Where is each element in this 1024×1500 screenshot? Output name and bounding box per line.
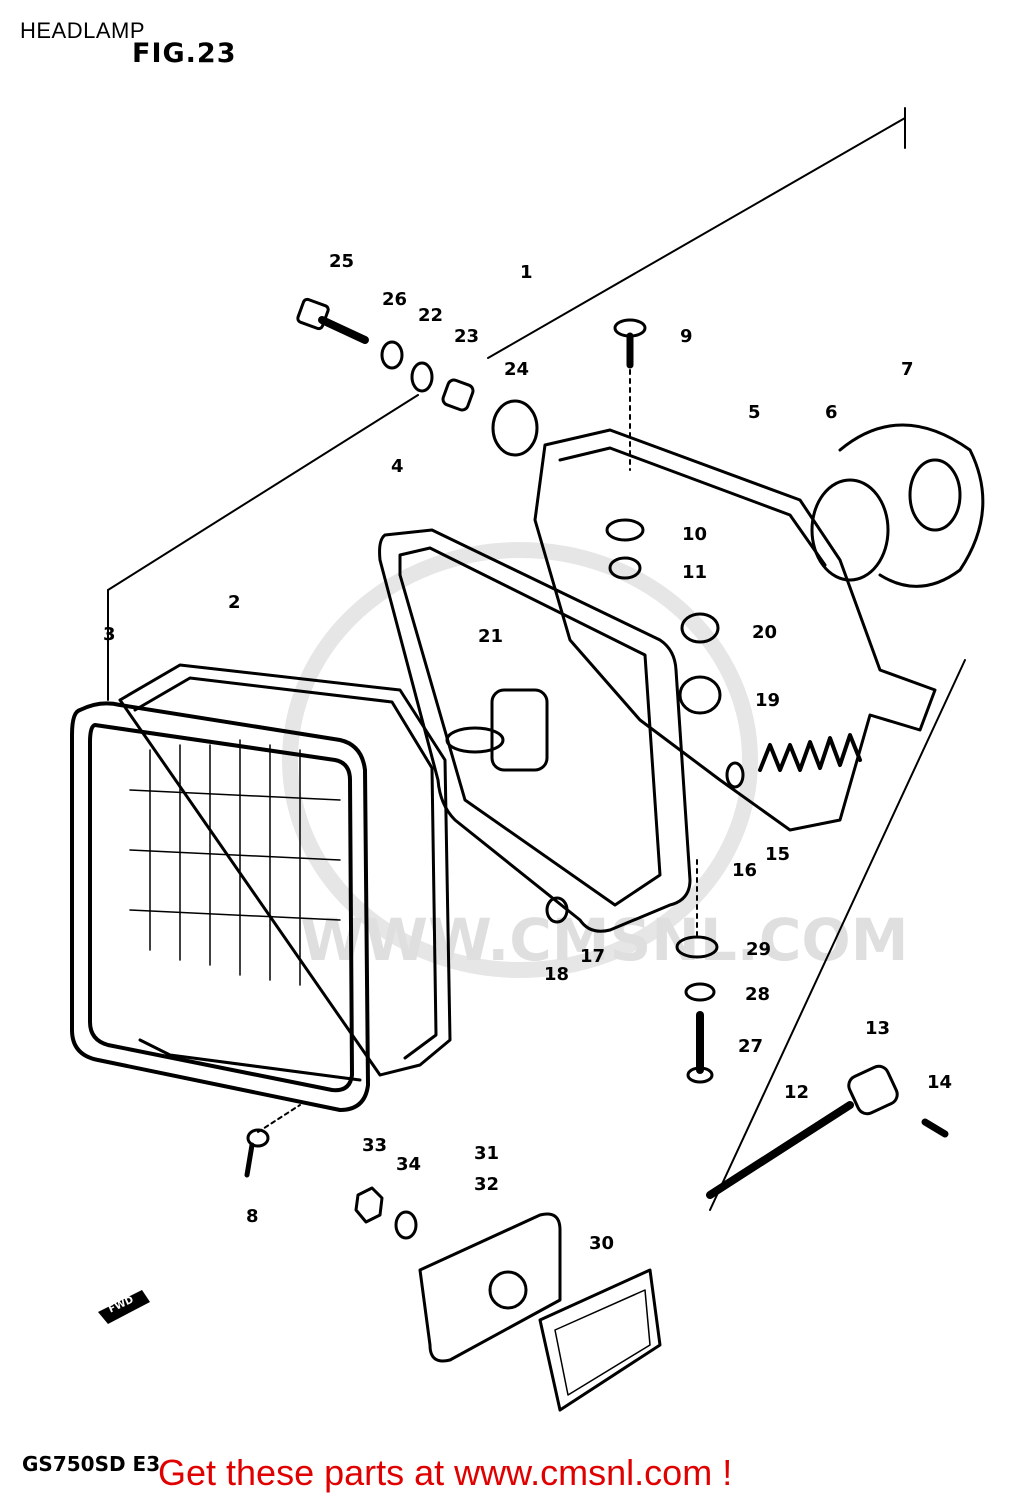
callout-2: 2 xyxy=(228,592,241,613)
callout-6: 6 xyxy=(825,402,838,423)
washer-29 xyxy=(675,935,719,959)
headlamp-rim xyxy=(70,701,370,1112)
callout-32: 32 xyxy=(474,1174,499,1195)
callout-24: 24 xyxy=(504,359,529,380)
callout-5: 5 xyxy=(748,402,761,423)
bolt-27 xyxy=(686,1011,714,1084)
callout-9: 9 xyxy=(680,326,693,347)
callout-7: 7 xyxy=(901,359,914,380)
socket-housing xyxy=(810,423,985,588)
screw-8 xyxy=(244,1128,270,1178)
guide-lines xyxy=(107,107,966,1211)
callout-31: 31 xyxy=(474,1143,499,1164)
adjust-nut-13 xyxy=(847,1064,899,1116)
callout-18: 18 xyxy=(544,964,569,985)
callout-12: 12 xyxy=(784,1082,809,1103)
spring-15 xyxy=(758,733,862,772)
cushion-19 xyxy=(678,675,722,715)
screw-9 xyxy=(613,318,647,369)
callout-labels: 1 2 3 4 5 6 7 8 9 10 11 12 13 14 15 16 1… xyxy=(103,251,952,1254)
callout-25: 25 xyxy=(329,251,354,272)
forward-arrow: FWD xyxy=(98,1290,150,1324)
collar-23 xyxy=(441,378,475,412)
bulb xyxy=(445,688,549,772)
callout-23: 23 xyxy=(454,326,479,347)
page-header-title: HEADLAMP xyxy=(20,18,146,43)
callout-1: 1 xyxy=(520,262,533,283)
callout-8: 8 xyxy=(246,1206,259,1227)
cushion-10 xyxy=(605,518,645,542)
watermark: WWW.CMSNL.COM xyxy=(282,542,908,978)
nut-33 xyxy=(354,1186,384,1224)
washer-18 xyxy=(545,896,569,924)
washer-26 xyxy=(380,340,404,370)
headlamp-unit xyxy=(118,663,452,1082)
washer-16 xyxy=(725,761,745,789)
lamp-lens-30 xyxy=(538,1268,662,1412)
callout-20: 20 xyxy=(752,622,777,643)
callout-19: 19 xyxy=(755,690,780,711)
bolt-25 xyxy=(296,297,369,344)
figure-number: FIG.23 xyxy=(132,38,237,69)
lamp-cover-31-32 xyxy=(418,1212,562,1363)
callout-10: 10 xyxy=(682,524,707,545)
callout-17: 17 xyxy=(580,946,605,967)
callout-4: 4 xyxy=(391,456,404,477)
callout-16: 16 xyxy=(732,860,757,881)
callout-26: 26 xyxy=(382,289,407,310)
nut-11 xyxy=(608,556,642,580)
callout-11: 11 xyxy=(682,562,707,583)
adjust-screw-12 xyxy=(706,1101,854,1199)
callout-33: 33 xyxy=(362,1135,387,1156)
cushion-24 xyxy=(491,399,539,457)
callout-27: 27 xyxy=(738,1036,763,1057)
callout-22: 22 xyxy=(418,305,443,326)
cushion-20 xyxy=(680,612,720,644)
callout-3: 3 xyxy=(103,624,116,645)
washer-28 xyxy=(684,982,716,1002)
callout-29: 29 xyxy=(746,939,771,960)
inner-frame xyxy=(378,528,692,933)
callout-21: 21 xyxy=(478,626,503,647)
washer-34 xyxy=(394,1210,418,1240)
model-code: GS750SD E3 xyxy=(22,1452,161,1476)
callout-13: 13 xyxy=(865,1018,890,1039)
footer-link-text[interactable]: Get these parts at www.cmsnl.com ! xyxy=(158,1452,733,1493)
screw-14 xyxy=(921,1118,949,1138)
watermark-text: WWW.CMSNL.COM xyxy=(300,906,908,974)
callout-30: 30 xyxy=(589,1233,614,1254)
callout-28: 28 xyxy=(745,984,770,1005)
callout-14: 14 xyxy=(927,1072,952,1093)
callout-15: 15 xyxy=(765,844,790,865)
washer-22 xyxy=(410,361,434,393)
callout-34: 34 xyxy=(396,1154,421,1175)
